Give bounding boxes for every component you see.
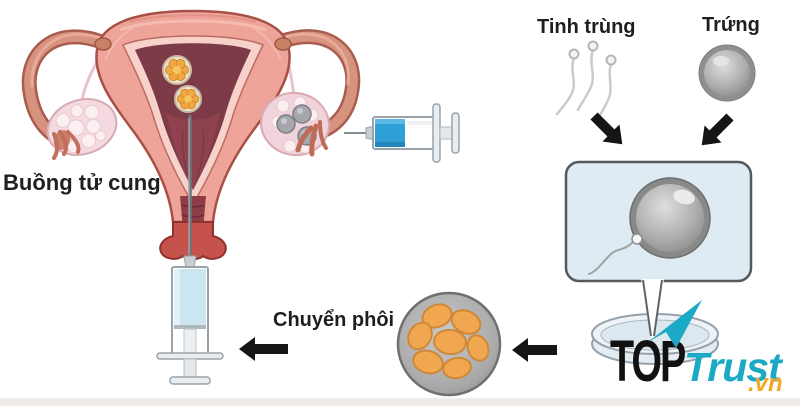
label-egg: Trứng <box>702 14 760 36</box>
uterine-cavity <box>135 43 251 190</box>
egg-icon <box>698 44 756 102</box>
label-embryo-transfer: Chuyển phôi <box>273 309 395 331</box>
label-sperm: Tinh trùng <box>537 16 636 38</box>
embryo-transfer-syringe-icon <box>156 255 224 385</box>
fimbriae-right-icon <box>295 120 328 157</box>
transfer-catheter <box>188 115 192 258</box>
logo-cursor-icon <box>648 300 702 348</box>
arrow-egg-to-dish <box>701 113 734 146</box>
arrow-embryo-to-syringe <box>239 337 288 361</box>
arrow-dish-to-embryo <box>512 338 557 362</box>
fimbriae-left-icon <box>52 130 81 160</box>
fertilizing-sperm-icon <box>588 233 643 275</box>
egg-retrieval-syringe-icon <box>344 103 460 163</box>
pipette-funnel-icon <box>641 279 664 338</box>
label-uterine-cavity: Buồng tử cung <box>3 170 161 195</box>
fallopian-tube-right-icon <box>272 29 361 142</box>
uterus-icon <box>21 9 361 260</box>
fertilization-box-icon <box>564 160 753 283</box>
sperm-icons <box>555 40 617 120</box>
uterus-body <box>94 9 292 260</box>
embryo-morula-icon <box>396 291 502 397</box>
bottom-strip <box>0 398 800 406</box>
arrow-sperm-to-dish <box>590 112 623 145</box>
logo-domain-text: .vn <box>748 370 783 397</box>
ovarian-ligament-left <box>80 59 100 103</box>
logo-trust-text: Trust <box>684 344 782 390</box>
embryos-in-uterus-icon <box>162 55 202 113</box>
